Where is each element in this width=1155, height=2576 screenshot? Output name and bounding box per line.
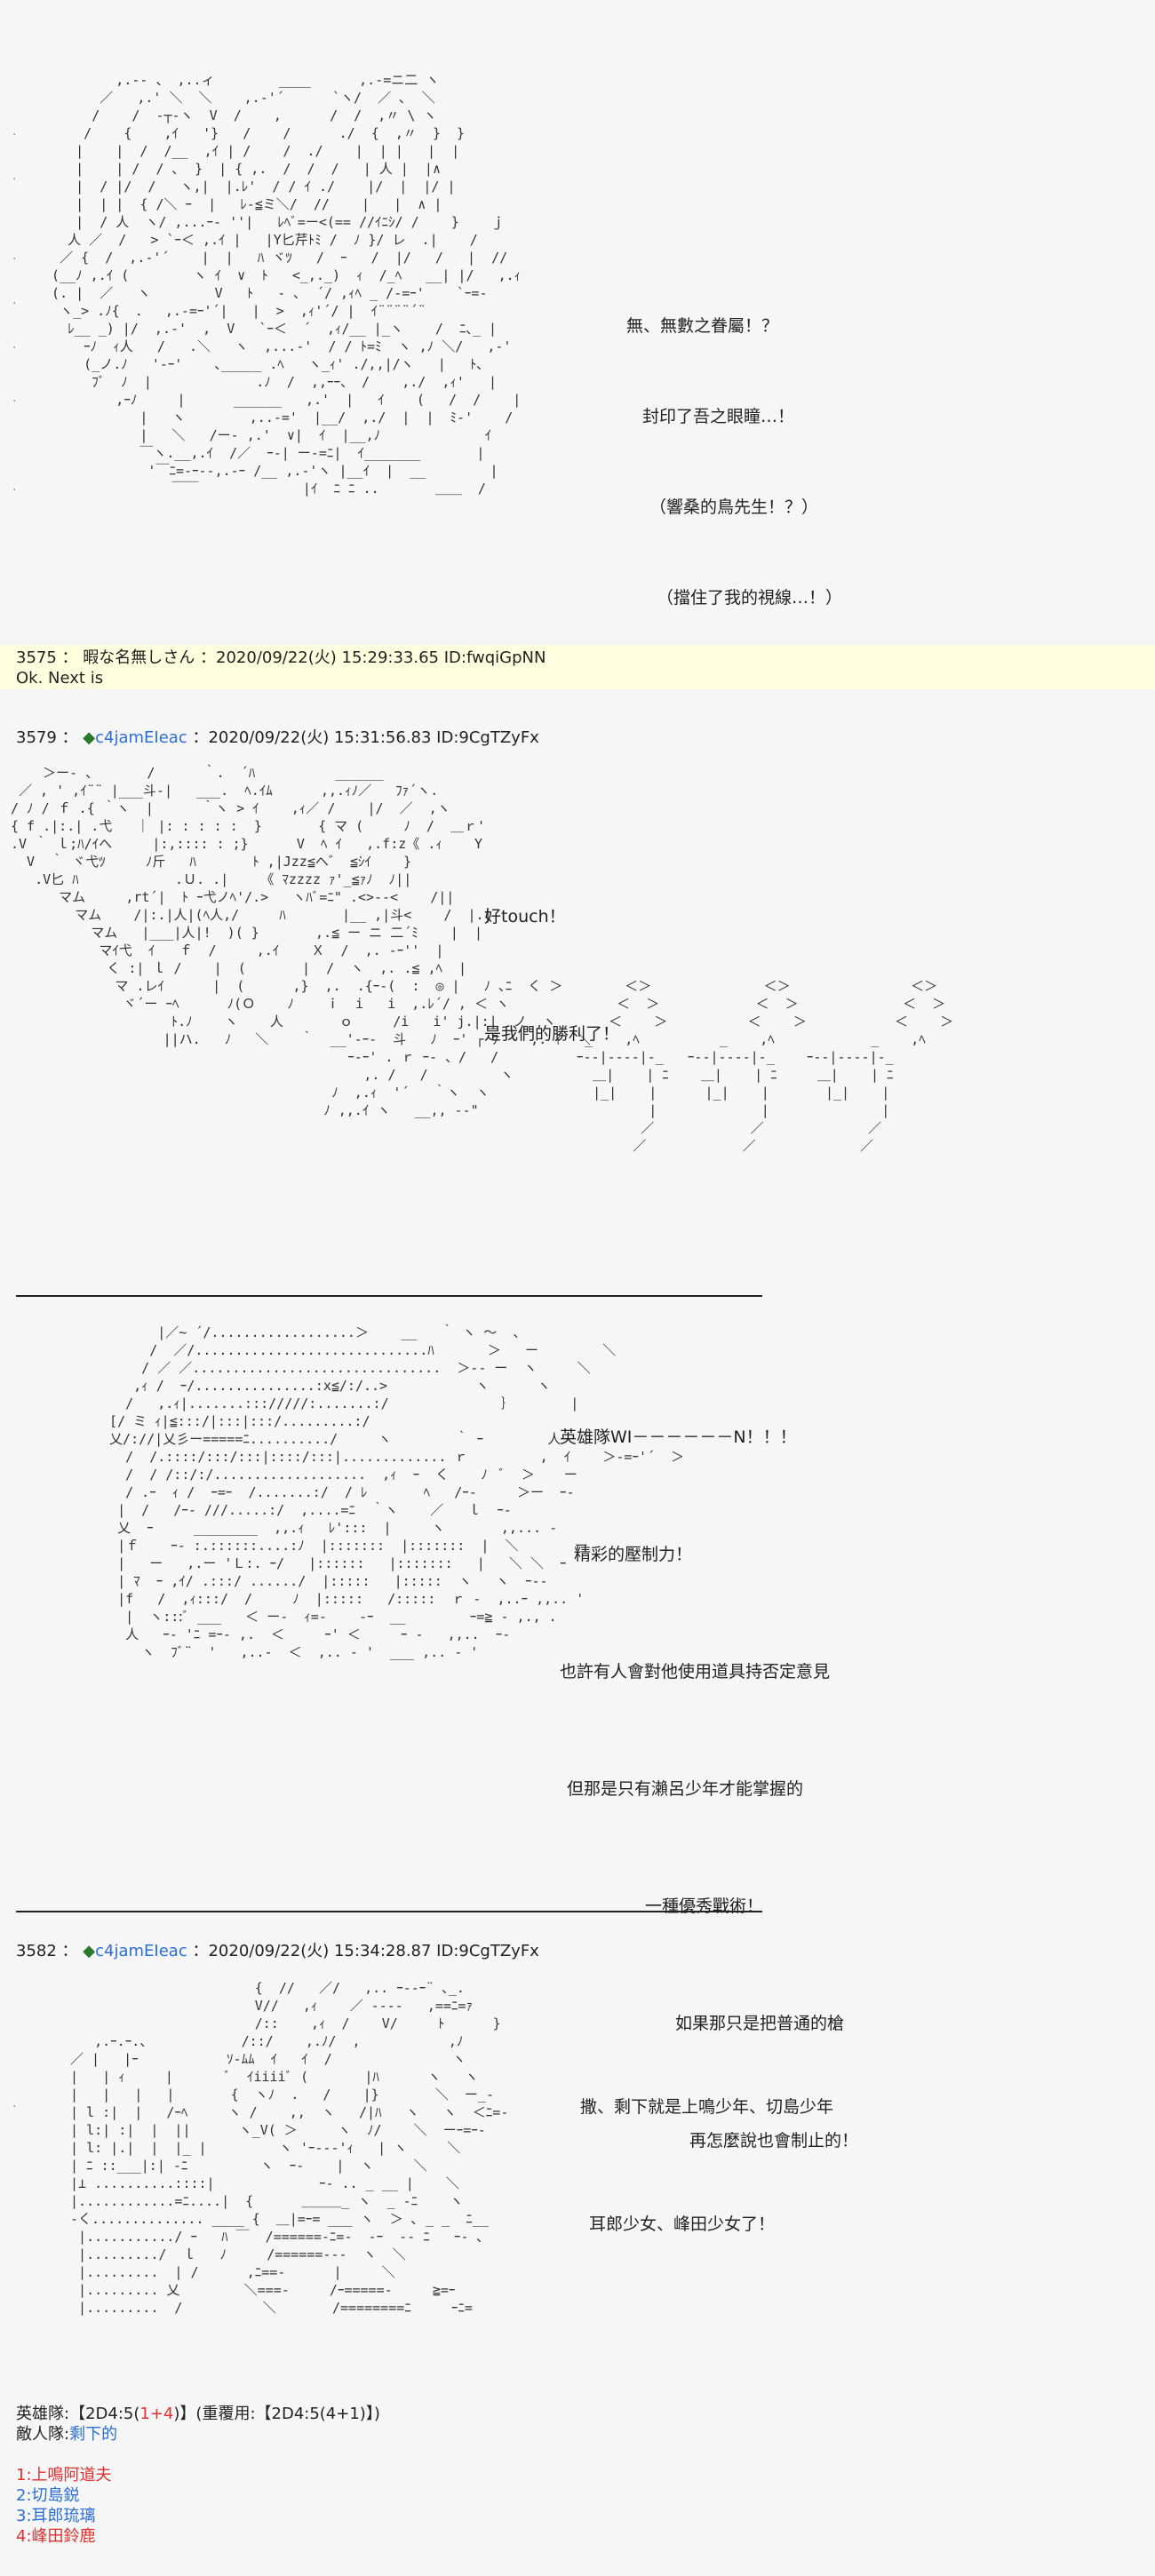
post-datetime-id: ：2020/09/22(火) 15:29:33.65 ID:fwqiGpNN — [200, 648, 546, 667]
enemy-label: 敵人隊: — [16, 2425, 70, 2444]
highlighted-post — [0, 645, 1155, 689]
dialogue-line: 撒、剩下就是上鳴少年、切島少年 — [580, 2097, 834, 2117]
header-separator: ： — [61, 1942, 78, 1960]
dialogue-line: （響桑的鳥先生！？） — [649, 497, 819, 517]
margin-dot: . — [12, 124, 17, 139]
margin-dot: . — [12, 2096, 17, 2111]
member-item-2: 2:切島鋭 — [16, 2486, 80, 2505]
dialogue-line: （擋住了我的視線…！） — [657, 588, 843, 608]
dialogue-line: 一種優秀戰術！ — [645, 1896, 764, 1916]
dialogue-block-4: 撒、剩下就是上鳴少年、切島少年 耳郎少女、峰田少女了！ — [580, 2009, 833, 2283]
post-header: 3575 ： 暇な名無しさん ：2020/09/22(火) 15:29:33.6… — [16, 648, 546, 669]
dialogue-line: 再怎麼說也會制止的！ — [689, 2131, 859, 2151]
katakana-sfx: ＜＞ ＜＞ ＜＞ ＜ ＞ ＜ ＞ ＜ ＞ ＜ ＞ ＜ ＞ ＜ ＞ _ ,ﾍ _ … — [577, 978, 954, 1154]
ascii-art-3: |／~ ´/..................＞ __ ｀ ヽ ～ 、 / ／… — [109, 1324, 685, 1660]
trip-symbol: ◆ — [83, 728, 96, 747]
post-datetime-id: ：2020/09/22(火) 15:34:28.87 ID:9CgTZyFx — [192, 1942, 539, 1960]
margin-dot: . — [12, 169, 17, 183]
post-header: 3579 ： ◆c4jamEIeac ：2020/09/22(火) 15:31:… — [16, 727, 539, 749]
margin-dot: . — [12, 338, 17, 352]
trip-symbol: ◆ — [83, 1942, 96, 1960]
dialogue-line: 耳郎少女、峰田少女了！ — [589, 2214, 776, 2234]
header-separator: ： — [61, 648, 78, 667]
margin-dot: . — [12, 293, 17, 307]
dialogue-line: 好touch！ — [484, 907, 566, 926]
post-header: 3582 ： ◆c4jamEIeac ：2020/09/22(火) 15:34:… — [16, 1941, 539, 1962]
ascii-art-2: ＞ー- 、 / ｀. ´ﾊ ______ ／ , ' ,ｲ¨¨ |___斗‐| … — [11, 765, 591, 1118]
margin-dot: . — [12, 249, 17, 263]
post-body: Ok. Next is — [16, 669, 104, 688]
dialogue-line: 如果那只是把普通的槍 — [675, 2014, 845, 2033]
dialogue-block-2: 好touch！ 是我們的勝利了！ — [484, 819, 619, 1093]
member-item-1: 1:上鳴阿道夫 — [16, 2466, 112, 2485]
member-item-4: 4:峰田鈴鹿 — [16, 2527, 96, 2546]
section-rule — [16, 1295, 762, 1297]
header-separator: ： — [61, 728, 78, 747]
hero-roll-open: 【2D4:5( — [69, 2405, 140, 2423]
trip-code[interactable]: c4jamEIeac — [95, 1942, 187, 1960]
poster-name: 暇な名無しさん — [83, 648, 195, 667]
post-number[interactable]: 3582 — [16, 1942, 57, 1960]
margin-dot: . — [12, 480, 17, 494]
dialogue-line: 英雄隊WI－－－－－－N！！！ — [560, 1427, 797, 1447]
dialogue-line: 也許有人會對他使用道具持否定意見 — [560, 1662, 831, 1682]
dialogue-line: 無、無數之眷屬！？ — [626, 316, 779, 336]
post-number[interactable]: 3575 — [16, 648, 57, 667]
enemy-value: 剩下的 — [69, 2425, 118, 2444]
dialogue-line: 是我們的勝利了！ — [484, 1024, 620, 1044]
hero-roll-close: )】 — [173, 2405, 196, 2423]
dialogue-line: 精彩的壓制力！ — [574, 1545, 693, 1564]
section-rule — [16, 1911, 762, 1912]
ascii-art-1: ,.-‐ 、 ,..ィ ____ ,.-=ニ二 ヽ ／ ,.' ＼ ＼ ,.-'… — [52, 72, 522, 497]
enemy-team-line: 敵人隊:剩下的 — [16, 2424, 117, 2445]
reroll-note: (重覆用:【2D4:5(4+1)】) — [195, 2405, 380, 2423]
hero-label: 英雄隊: — [16, 2405, 70, 2423]
dialogue-block-1: 無、無數之眷屬！？ 封印了吾之眼瞳…！ （響桑的鳥先生！？） （擋住了我的視線…… — [626, 250, 842, 643]
trip-code[interactable]: c4jamEIeac — [95, 728, 187, 747]
member-item-3: 3:耳郎琉璃 — [16, 2507, 96, 2525]
hero-team-line: 英雄隊:【2D4:5(1+4)】(重覆用:【2D4:5(4+1)】) — [16, 2404, 380, 2424]
dialogue-line: 但那是只有瀨呂少年才能掌握的 — [567, 1779, 804, 1799]
post-datetime-id: ：2020/09/22(火) 15:31:56.83 ID:9CgTZyFx — [192, 728, 539, 747]
margin-dot: . — [12, 391, 17, 405]
ascii-art-4: { // ／/ ,.. ｰ-‐ｰ¨ ､_. V// ,ｨ ／ ‐‐-- ,==ﾆ… — [70, 1980, 509, 2316]
dialogue-line: 封印了吾之眼瞳…！ — [642, 407, 795, 426]
hero-roll-mod: 1+4 — [139, 2405, 174, 2423]
post-number[interactable]: 3579 — [16, 728, 57, 747]
